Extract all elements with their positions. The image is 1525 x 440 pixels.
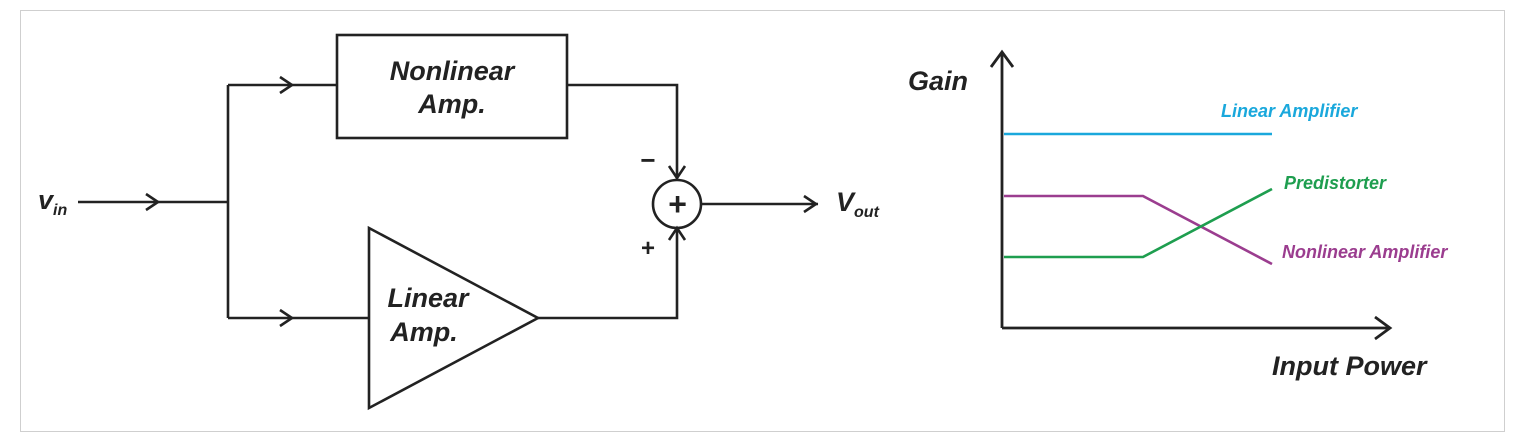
series-line-nonlinear-amplifier [1004, 194, 1273, 266]
linear-amp-label-line2: Amp. [389, 317, 458, 347]
summer-symbol: + [668, 186, 687, 222]
linear-amp-block [367, 225, 541, 411]
nonlinear-amp-label-line2: Amp. [417, 89, 486, 119]
series-label-linear-amplifier: Linear Amplifier [1221, 101, 1358, 121]
summer-top-arrowhead [667, 165, 687, 181]
y-axis-label: Gain [908, 66, 968, 96]
linear-amp-label-line1: Linear [387, 283, 470, 313]
x-axis-label: Input Power [1272, 351, 1428, 381]
linear-output-wire [538, 227, 679, 320]
nonlinear-output-wire [567, 83, 679, 180]
input-label: vin [38, 185, 67, 219]
plus-sign: + [641, 235, 655, 262]
block-diagram [78, 33, 819, 411]
series-line-predistorter [1004, 187, 1273, 259]
figure-frame [20, 10, 1505, 432]
output-label: Vout [836, 187, 880, 221]
bottom-branch-arrowhead [279, 308, 295, 328]
gain-chart: Gain Input Power Linear Amplifier Predis… [908, 49, 1448, 381]
input-arrowhead [145, 192, 161, 212]
series-label-predistorter: Predistorter [1284, 173, 1387, 193]
nonlinear-amp-block [335, 33, 569, 140]
output-arrowhead [803, 194, 819, 214]
y-axis-arrowhead [989, 49, 1015, 68]
x-axis-arrowhead [1374, 315, 1393, 341]
top-branch-arrowhead [279, 75, 295, 95]
series-label-nonlinear-amplifier: Nonlinear Amplifier [1282, 242, 1448, 262]
minus-sign: − [640, 145, 655, 175]
nonlinear-amp-label-line1: Nonlinear [390, 56, 516, 86]
